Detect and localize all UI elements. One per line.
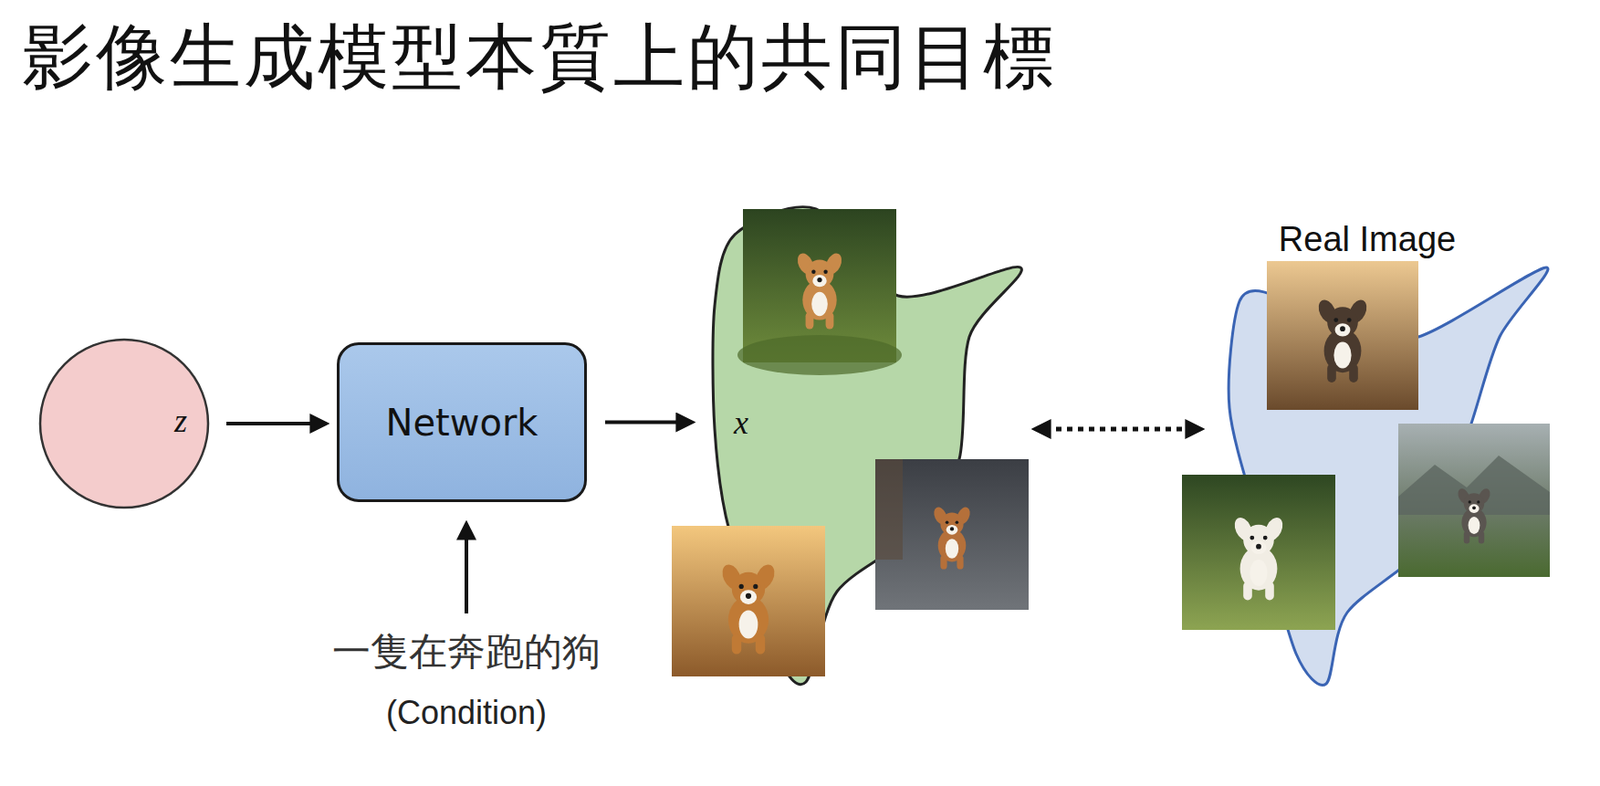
generated-photo bbox=[875, 459, 1029, 610]
real-distribution: Real Image bbox=[1213, 214, 1559, 685]
generated-photo bbox=[671, 525, 826, 677]
network-label: Network bbox=[385, 400, 538, 445]
flow-arrow bbox=[464, 533, 469, 614]
real-photo bbox=[1181, 474, 1336, 630]
diagram-title: 影像生成模型本質上的共同目標 bbox=[21, 14, 1057, 101]
distribution-label: Real Image bbox=[1278, 220, 1456, 260]
condition-text: 一隻在奔跑的狗 bbox=[332, 629, 601, 674]
flow-arrow bbox=[605, 420, 682, 425]
real-photo bbox=[1266, 261, 1419, 410]
distribution-outline bbox=[699, 209, 1028, 684]
variable-label: z bbox=[174, 403, 188, 440]
distribution-outline bbox=[1213, 214, 1559, 685]
condition-block: 一隻在奔跑的狗 (Condition) bbox=[283, 629, 649, 733]
comparison-arrow bbox=[1045, 427, 1192, 432]
network-box: Network bbox=[336, 342, 587, 502]
real-photo bbox=[1398, 423, 1550, 577]
condition-tag: (Condition) bbox=[386, 693, 547, 732]
title-area: 影像生成模型本質上的共同目標 bbox=[21, 14, 1057, 101]
variable-label: x bbox=[733, 405, 749, 442]
flow-arrow bbox=[226, 421, 316, 426]
generated-distribution: x bbox=[699, 209, 1028, 684]
generated-photo bbox=[737, 209, 902, 376]
latent-circle: z bbox=[38, 337, 210, 510]
